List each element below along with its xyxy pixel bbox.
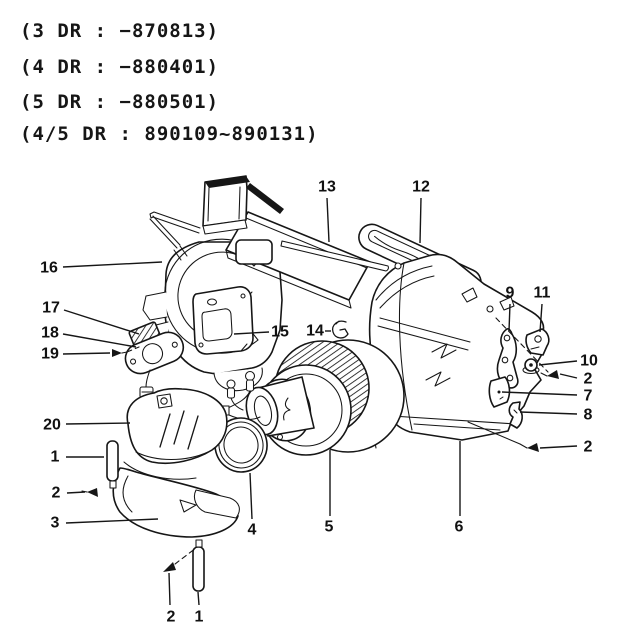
callout-label-20: 20 — [43, 417, 61, 434]
callout-label-3: 3 — [51, 515, 60, 532]
callout-leader-2 — [559, 373, 578, 379]
callout-leader-10 — [538, 360, 578, 366]
callout-leader-18 — [62, 333, 137, 348]
under-cover — [123, 387, 228, 480]
duct-ring — [214, 417, 268, 473]
clip-14 — [332, 320, 349, 339]
clamp-8 — [508, 401, 523, 429]
header-line-1: (3 DR : −870813) — [20, 20, 219, 42]
callout-label-10: 10 — [580, 353, 598, 370]
callout-label-5: 5 — [325, 519, 334, 536]
callout-label-2: 2 — [584, 371, 593, 388]
callout-label-2: 2 — [167, 609, 176, 626]
callout-leader-17 — [63, 309, 140, 335]
grommet-10 — [522, 358, 540, 375]
callout-label-12: 12 — [412, 179, 430, 196]
exploded-drawing — [81, 175, 559, 592]
callout-label-9: 9 — [506, 285, 515, 302]
screw-bottom-2 — [163, 562, 176, 572]
callout-label-13: 13 — [318, 179, 336, 196]
screw-right-upper-2 — [540, 370, 559, 379]
callout-label-1: 1 — [51, 449, 60, 466]
callout-leader-4 — [249, 472, 253, 520]
mount-bracket-11 — [525, 328, 550, 356]
callout-label-1: 1 — [195, 609, 204, 626]
support-strut — [149, 211, 201, 249]
screw-right-lower-2 — [519, 443, 539, 452]
callout-label-6: 6 — [455, 519, 464, 536]
blower-motor-assembly — [245, 339, 405, 456]
callout-leader-11 — [539, 303, 543, 333]
callout-label-11: 11 — [534, 285, 551, 302]
case-top-box — [202, 175, 284, 265]
header-line-4: (4/5 DR : 890109~890131) — [20, 123, 319, 145]
callout-leader-19 — [62, 352, 111, 355]
callout-label-4: 4 — [248, 522, 257, 539]
callout-leader-2 — [66, 491, 86, 494]
motor-wires — [218, 370, 261, 420]
callout-leader-8 — [519, 411, 578, 415]
bullet-connector — [244, 370, 256, 382]
callout-label-18: 18 — [41, 325, 59, 342]
seal-strip-bottom — [192, 539, 205, 592]
callout-label-19: 19 — [41, 346, 59, 363]
mount-bracket-9 — [496, 328, 519, 389]
assembly-guide-lines — [126, 317, 549, 565]
lower-duct — [112, 467, 240, 538]
callout-leader-13 — [326, 197, 330, 243]
cover-plate — [192, 286, 254, 355]
callout-leader-15 — [233, 331, 270, 335]
callout-leader-20 — [65, 422, 131, 425]
small-plate-7 — [488, 376, 511, 408]
callout-leader-3 — [65, 518, 159, 524]
callout-label-15: 15 — [271, 324, 289, 341]
callout-leader-2 — [539, 445, 578, 449]
header-applicability-block: (3 DR : −870813) (4 DR : −880401) (5 DR … — [20, 20, 319, 145]
callout-label-8: 8 — [584, 407, 593, 424]
callout-leader-16 — [62, 261, 163, 268]
header-line-3: (5 DR : −880501) — [20, 91, 219, 113]
callout-leader-1 — [197, 591, 200, 606]
callout-label-2: 2 — [584, 439, 593, 456]
callout-label-7: 7 — [584, 388, 593, 405]
callout-label-2: 2 — [52, 485, 61, 502]
header-line-2: (4 DR : −880401) — [20, 56, 219, 78]
seal-rod — [280, 240, 389, 272]
callout-label-17: 17 — [42, 300, 60, 317]
screw-19 — [112, 349, 128, 357]
callout-label-16: 16 — [40, 260, 58, 277]
bullet-connector — [226, 379, 236, 389]
callout-leader-9 — [508, 303, 511, 332]
callout-leader-2 — [168, 572, 171, 606]
seal-strip-left — [106, 440, 119, 489]
callout-leader-7 — [501, 391, 578, 396]
callout-label-14: 14 — [306, 323, 324, 340]
callout-leader-12 — [419, 197, 422, 244]
